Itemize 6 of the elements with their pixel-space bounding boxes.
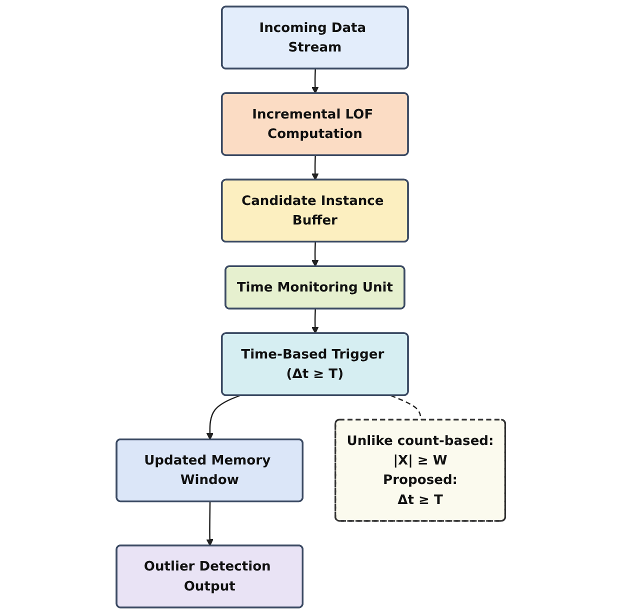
arrow	[311, 156, 318, 180]
arrow	[311, 242, 318, 267]
arrow	[206, 394, 240, 440]
arrow	[311, 68, 318, 94]
arrow	[311, 309, 318, 334]
arrow	[206, 502, 214, 546]
